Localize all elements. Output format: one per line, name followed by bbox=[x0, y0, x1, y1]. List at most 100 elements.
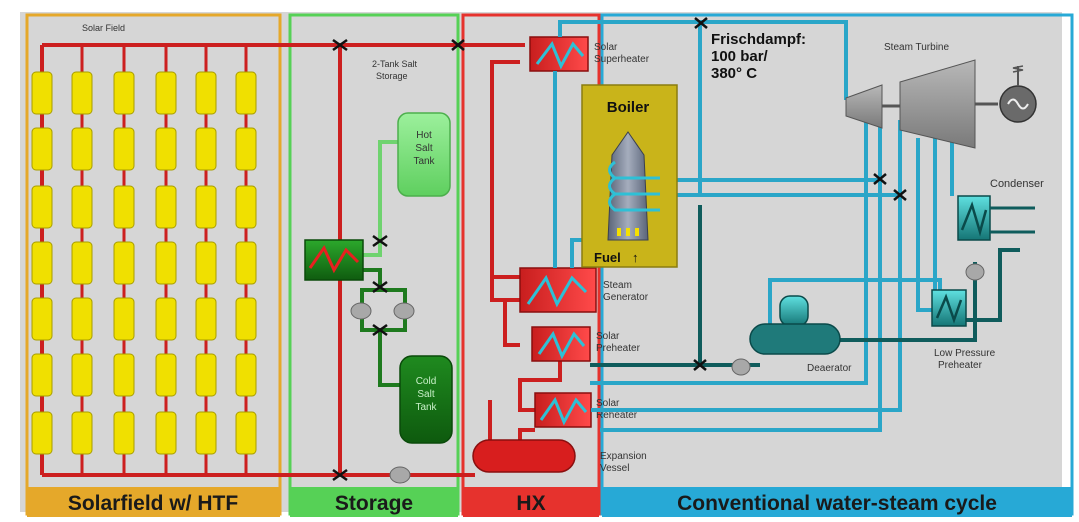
solar-collector bbox=[31, 411, 53, 455]
fuel-label: Fuel bbox=[594, 250, 621, 265]
condenser-icon bbox=[957, 195, 1035, 241]
lp-preheater-label-2: Preheater bbox=[938, 360, 983, 371]
collector-loops bbox=[31, 45, 257, 475]
two-tank-label-2: Storage bbox=[376, 71, 408, 81]
solar-collector bbox=[31, 185, 53, 229]
hx-section-label: HX bbox=[516, 492, 545, 515]
flame-icon bbox=[617, 228, 639, 236]
solar-section-label: Solarfield w/ HTF bbox=[68, 492, 239, 515]
valve-icon bbox=[693, 359, 707, 371]
hot-salt-pipe bbox=[360, 140, 400, 257]
solar-field: Solar Field bbox=[31, 23, 475, 477]
solar-collector bbox=[195, 127, 217, 171]
solar-collector bbox=[235, 185, 257, 229]
solar-collector bbox=[71, 411, 93, 455]
solar-collector bbox=[235, 127, 257, 171]
hx-label-bar bbox=[463, 487, 599, 517]
reheater-label-2: Reheater bbox=[596, 410, 638, 421]
power-tower-icon bbox=[1012, 65, 1024, 73]
htf-sg-link bbox=[490, 277, 520, 302]
expansion-label-2: Vessel bbox=[600, 463, 629, 474]
reheat-return-pipe bbox=[600, 120, 882, 432]
solar-collector bbox=[235, 411, 257, 455]
hot-salt-tank bbox=[397, 112, 451, 197]
preheater-label-1: Solar bbox=[596, 331, 620, 342]
solar-collector bbox=[195, 353, 217, 397]
solar-collector bbox=[155, 71, 177, 115]
valve-icon bbox=[372, 280, 388, 294]
solar-collector bbox=[113, 241, 135, 285]
salt-pump-icon bbox=[350, 302, 372, 320]
valve-icon bbox=[893, 189, 907, 201]
deaerator-label: Deaerator bbox=[807, 363, 852, 374]
hot-tank-label-2: Salt bbox=[415, 143, 432, 154]
hot-tank-label-1: Hot bbox=[416, 130, 432, 141]
solar-collector bbox=[155, 241, 177, 285]
fuel-arrow-icon: ↑ bbox=[632, 250, 639, 265]
cold-tank-label-1: Cold bbox=[416, 376, 437, 387]
valve-icon bbox=[873, 173, 887, 185]
reheater-cold-pipe bbox=[590, 120, 868, 385]
valve-icon bbox=[332, 38, 348, 52]
valve-icon bbox=[372, 234, 388, 248]
valve-icon bbox=[372, 323, 388, 337]
solar-collector bbox=[235, 71, 257, 115]
solar-collector bbox=[71, 297, 93, 341]
superheater-label-2: Superheater bbox=[594, 54, 650, 65]
hp-turbine bbox=[845, 84, 883, 129]
condensate-pipe bbox=[810, 262, 977, 342]
preheater-coil bbox=[537, 330, 586, 360]
boiler-coils bbox=[608, 160, 660, 212]
boiler-drum bbox=[607, 131, 649, 241]
water-steam-cycle: Frischdampf: 100 bar/ 380° C Boiler Fuel… bbox=[553, 20, 1044, 432]
steam-turbine: Steam Turbine bbox=[845, 42, 1037, 149]
solar-collector bbox=[113, 297, 135, 341]
cycle-section-label: Conventional water-steam cycle bbox=[677, 492, 997, 515]
solar-collector bbox=[31, 297, 53, 341]
solar-field-label: Solar Field bbox=[82, 23, 125, 33]
solar-collector bbox=[113, 411, 135, 455]
frischdampf-label-3: 380° C bbox=[711, 65, 757, 82]
htf-to-reheater bbox=[518, 360, 562, 412]
valves bbox=[332, 17, 907, 482]
expansion-label-1: Expansion bbox=[600, 451, 647, 462]
reheat-supply-pipe bbox=[591, 120, 902, 412]
solar-collector bbox=[113, 71, 135, 115]
generator-symbol bbox=[1007, 98, 1029, 110]
solar-collector bbox=[31, 71, 53, 115]
solar-collector bbox=[155, 127, 177, 171]
reheater-label-1: Solar bbox=[596, 398, 620, 409]
lp-turbine bbox=[899, 59, 976, 149]
two-tank-label-1: 2-Tank Salt bbox=[372, 59, 418, 69]
cold-salt-tank bbox=[399, 355, 453, 444]
cycle-label-bar bbox=[602, 487, 1072, 517]
steam-generator-coil bbox=[526, 274, 588, 308]
solar-collector bbox=[155, 411, 177, 455]
frischdampf-label-2: 100 bar/ bbox=[711, 48, 769, 65]
condenser-label: Condenser bbox=[990, 178, 1044, 190]
htf-pump-icon bbox=[389, 466, 411, 484]
heat-exchangers: Solar Superheater Steam Generator Solar … bbox=[460, 36, 650, 474]
cold-tank-label-3: Tank bbox=[415, 402, 437, 413]
boiler: Boiler Fuel ↑ bbox=[581, 84, 678, 268]
steam-gen-label-1: Steam bbox=[603, 280, 632, 291]
solar-collector bbox=[155, 185, 177, 229]
solar-collector bbox=[113, 185, 135, 229]
salt-pump-icon bbox=[393, 302, 415, 320]
cold-tank-label-2: Salt bbox=[417, 389, 434, 400]
feedwater-pump-icon bbox=[731, 358, 751, 376]
boiler-label: Boiler bbox=[607, 99, 650, 116]
solar-collector bbox=[71, 185, 93, 229]
superheater-label-1: Solar bbox=[594, 42, 618, 53]
hot-tank-label-3: Tank bbox=[413, 156, 435, 167]
steam-gen-label-2: Generator bbox=[603, 292, 649, 303]
solar-label-bar bbox=[27, 487, 280, 517]
reheater-coil bbox=[539, 396, 588, 426]
storage: 2-Tank Salt Storage Hot Salt Tank Cold S… bbox=[304, 45, 453, 475]
solar-superheater bbox=[529, 36, 589, 72]
storage-section-label: Storage bbox=[335, 492, 413, 515]
solar-collector bbox=[71, 241, 93, 285]
solar-collector bbox=[155, 297, 177, 341]
solar-collector bbox=[113, 127, 135, 171]
